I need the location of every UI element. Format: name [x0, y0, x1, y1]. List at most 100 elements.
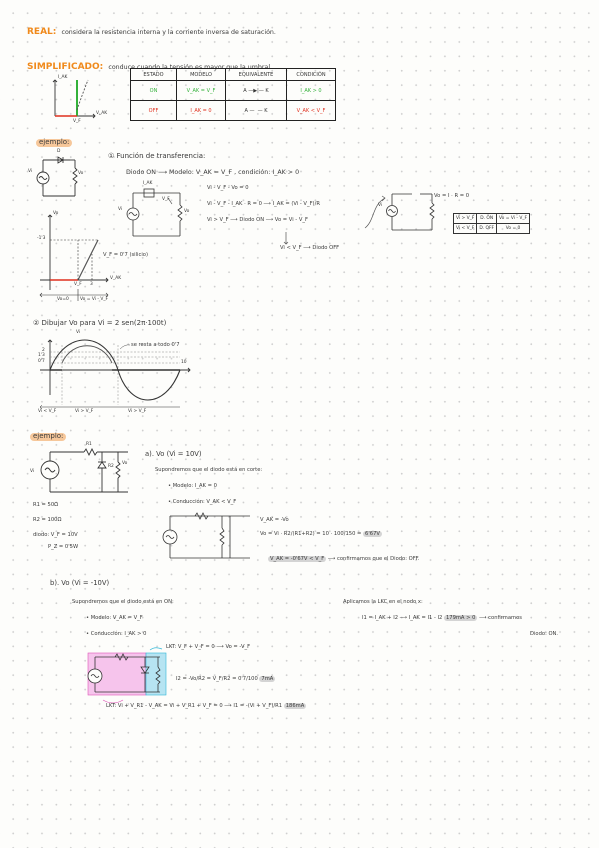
on-equiv-a: A — [243, 87, 247, 94]
state-table: ESTADO MODELO EQUIVALENTE CONDICIÓN ON V… — [130, 68, 336, 121]
param-r2: R2 = 100Ω — [33, 517, 62, 523]
iv-x-label: V_AK — [96, 111, 108, 116]
step2-vi-label: Vi — [76, 330, 81, 335]
tick-07: 0'7 — [38, 359, 45, 364]
row-off-estado: OFF — [130, 100, 177, 121]
tg-tick-x1: V_F — [74, 282, 82, 287]
step2-title: ② Dibujar Vo para Vi = 2 sen(2π·100t) — [33, 319, 167, 327]
tg-tick-y: -1'3 — [37, 236, 46, 241]
part-b-conduccion: • Conducción: I_AK > 0 — [86, 631, 147, 637]
eq-vo-result: 6'67V — [363, 531, 382, 537]
kcl-text: I1 = I_AK + I2 ⟶ I_AK = I1 - I2 — [362, 615, 443, 621]
part-a-eq-vak: V_AK = -Vo — [260, 517, 289, 523]
part-a-line1: Supondremos que el diodo está en corte: — [155, 467, 263, 473]
row-off-equiv: A — — K — [225, 100, 287, 121]
tg-tick-x2: 3 — [90, 282, 93, 287]
off-equiv-k: K — [264, 107, 268, 114]
sum-r2-c2: D. OFF — [476, 223, 498, 234]
part-a-conduccion: • Conducción: V_AK < V_F — [168, 499, 237, 505]
off-equiv-a: A — [244, 107, 248, 114]
kcl-final: Diodo: ON. — [530, 631, 559, 637]
part-a-conclusion: V_AK = -0'67V < V_F ⟶ confirmamos que el… — [268, 556, 420, 563]
part-a-modelo: • Modelo: I_AK = 0 — [168, 483, 217, 489]
param-r1: R1 = 50Ω — [33, 502, 59, 508]
step2-annotation: se resta a todo 0'7 — [131, 342, 180, 348]
step1-line1: Diodo ON ⟶ Modelo: V_AK = V_F , condició… — [126, 169, 300, 176]
summary-table: Vi > V_F D. ON Vo = Vi - V_F Vi < V_F D.… — [452, 213, 531, 234]
ejemplo2-label: ejemplo: — [30, 432, 67, 441]
th-condicion: CONDICIÓN — [286, 68, 336, 81]
i2-result: 7mA — [259, 676, 276, 682]
th-estado: ESTADO — [130, 68, 177, 81]
step1-title: ① Función de transferencia: — [108, 152, 206, 160]
region-1: Vi < V_F — [38, 409, 57, 414]
sum-r1-c1: Vi > V_F — [452, 213, 478, 224]
lkt2-text: LKT: Vi + V_R1 - V_AK = Vi + V_R1 + V_F … — [106, 703, 283, 709]
row-on-estado: ON — [130, 80, 177, 101]
transfer-graph — [39, 214, 109, 301]
circuit-on — [126, 188, 183, 237]
iv-y-label: I_AK — [58, 75, 68, 80]
real-section: REAL: considera la resistencia interna y… — [27, 20, 276, 38]
part-b-title: b). Vo (Vi = -10V) — [50, 579, 110, 587]
simplified-title: SIMPLIFICADO: — [27, 62, 104, 72]
part-b-modelo: • Modelo: V_AK = V_F — [86, 615, 143, 621]
simplified-text: conduce cuando la tensión es mayor que l… — [108, 64, 273, 71]
real-text: considera la resistencia interna y la co… — [61, 29, 276, 36]
tick-2: 2 — [42, 348, 45, 353]
ej2-vi: Vi — [30, 469, 35, 474]
tg-y-label: Vo — [53, 211, 59, 216]
kcl-line: I1 = I_AK + I2 ⟶ I_AK = I1 - I2 179mA > … — [362, 615, 522, 622]
ej1-diode: D — [57, 149, 61, 154]
conclusion-text: ⟶ confirmamos que el Diodo: OFF. — [327, 556, 420, 562]
tg-note: V_F = 0'7 (silicio) — [103, 252, 148, 258]
tg-x-label: V_AK — [110, 276, 122, 281]
eq-2: Vi - V_F - I_AK · R = 0 ⟶ I_AK = (Vi - V… — [207, 201, 320, 207]
ej2-r2: R2 — [108, 464, 114, 469]
flow-arrows — [283, 195, 386, 245]
region-2: Vi > V_F — [75, 409, 94, 414]
param-diodo: diodo: V_F = 10V — [33, 532, 78, 538]
part-b-lkt2: LKT: Vi + V_R1 - V_AK = Vi + V_R1 + V_F … — [106, 703, 307, 710]
sum-r1-c2: D. ON — [476, 213, 498, 224]
tg-region2: Vo = Vi - V_F — [80, 297, 109, 302]
off-vi: Vi — [378, 203, 383, 208]
kcl-result: 179mA > 0 — [443, 615, 478, 621]
mini-vf: V_F — [162, 197, 170, 202]
row-on-modelo: V_AK = V_F — [176, 80, 226, 101]
part-a-title: a). Vo (Vi = 10V) — [145, 450, 202, 458]
tg-region1: Vo=0 — [57, 297, 69, 302]
ej2-vo: Vo — [122, 461, 128, 466]
circuit-ej1 — [36, 156, 78, 197]
off-vo-eq: Vo = I · R = 0 — [434, 193, 469, 199]
sum-r2-c1: Vi < V_F — [452, 223, 478, 234]
row-on-equiv: A —▶|— K — [225, 80, 287, 101]
kcl-title: Aplicamos la LKC en el nodo x: — [343, 599, 423, 605]
circuit-b — [87, 647, 167, 704]
mini-vo: Vo — [184, 209, 190, 214]
part-b-line1: Supondremos que el diodo está en ON: — [72, 599, 174, 605]
i1-result: 186mA — [283, 703, 307, 709]
tick-13: 1'3 — [38, 353, 45, 358]
part-b-lkt1: LKT: V_F + V_F = 0 ⟶ Vo = -V_F — [166, 644, 251, 650]
ej1-vo: Vo — [78, 171, 84, 176]
step2-x-end: 10 — [181, 360, 187, 365]
circuit-off — [386, 193, 435, 231]
sum-r2-c3: Vo = 0 — [496, 223, 531, 234]
i2-text: I2 = -Vo/R2 = V_F/R2 = 0'7/100 — [176, 676, 258, 682]
eq-1: Vi - V_F - Vo = 0 — [207, 185, 249, 191]
part-b-i2: I2 = -Vo/R2 = V_F/R2 = 0'7/100 7mA — [176, 676, 276, 683]
sine-plot — [39, 339, 191, 410]
ejemplo1-label: ejemplo: — [36, 138, 73, 147]
param-pz: P_Z = 0'5W — [48, 544, 79, 550]
th-equivalente: EQUIVALENTE — [225, 68, 287, 81]
circuit-ej2 — [40, 447, 128, 493]
circuit-a — [162, 512, 250, 559]
simplified-section: SIMPLIFICADO: conduce cuando la tensión … — [27, 55, 272, 73]
sum-r1-c3: Vo = Vi - V_F — [496, 213, 531, 224]
ej2-r1: R1 — [86, 442, 92, 447]
mini-iak: I_AK — [143, 181, 153, 186]
th-modelo: MODELO — [176, 68, 226, 81]
region-3: Vi > V_F — [128, 409, 147, 414]
